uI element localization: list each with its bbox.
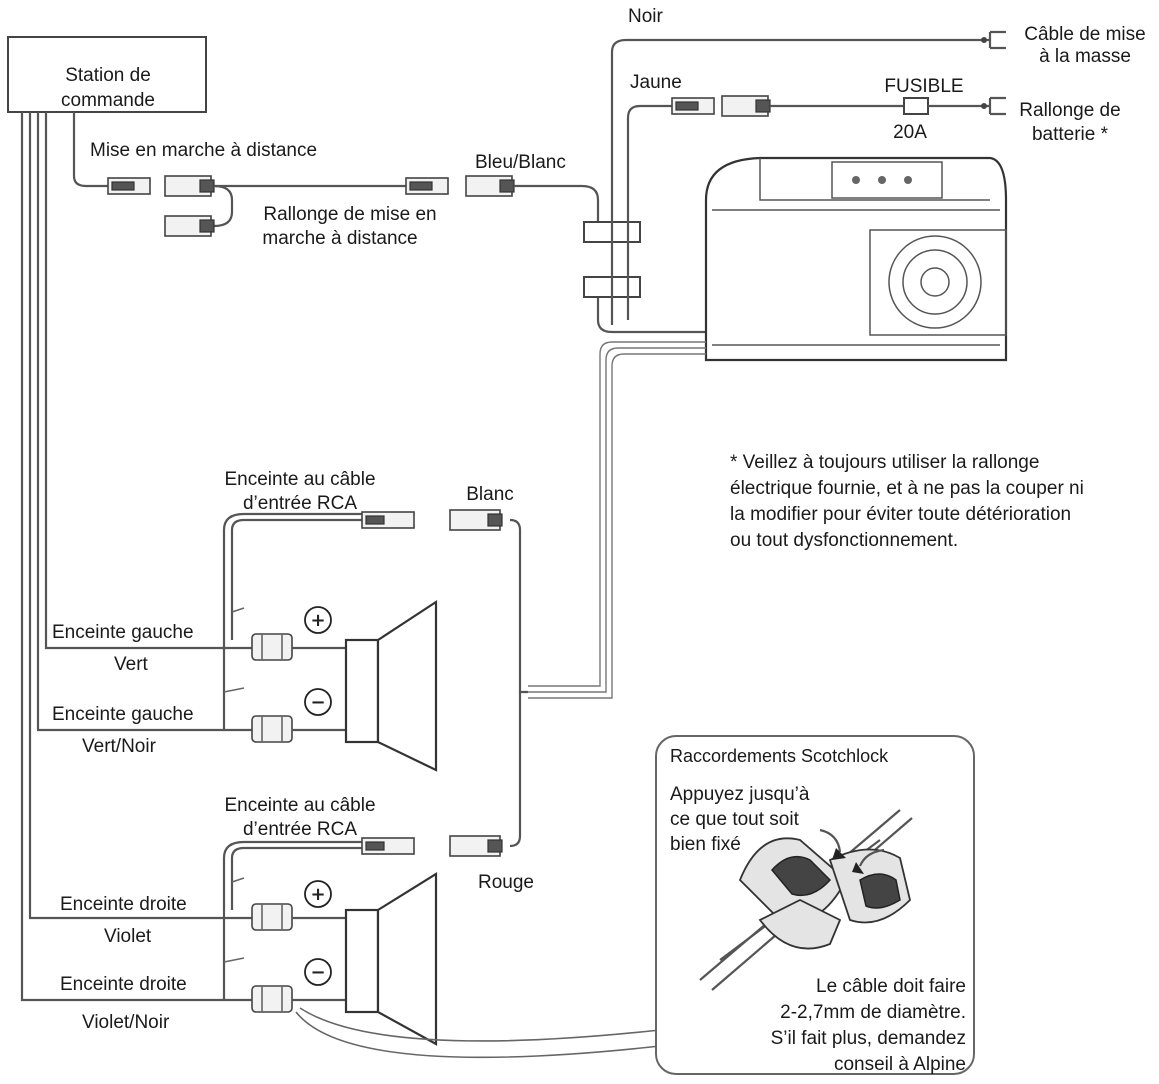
red-label: Rouge — [478, 872, 534, 893]
note-line-3: la modifier pour éviter toute détériorat… — [730, 504, 1071, 525]
right-minus-sign: − — [310, 962, 325, 983]
right-plus-symbol — [304, 880, 332, 908]
green-black-label: Vert/Noir — [82, 736, 157, 757]
left-rca-connector-1 — [361, 511, 415, 529]
left-rca-label-2: d’entrée RCA — [243, 493, 357, 514]
fuse-icon — [903, 97, 929, 115]
amplifier-unit — [704, 156, 1008, 362]
main-wire-bundle — [20, 112, 258, 1002]
yellow-connector-2 — [721, 95, 771, 117]
left-minus-sign: − — [310, 692, 325, 713]
left-speaker-ticks — [223, 607, 245, 693]
yellow-connector-1 — [671, 97, 715, 115]
remote-extension-connector — [164, 215, 215, 237]
press-until-line-2: ce que tout soit — [670, 809, 800, 830]
remote-on-connector-1 — [107, 177, 151, 195]
right-plus-scotchlock — [251, 903, 293, 931]
right-speaker-ticks — [223, 877, 245, 963]
black-wire — [610, 38, 970, 325]
left-plus-symbol — [304, 606, 332, 634]
control-station-label-1: Station de — [65, 65, 151, 86]
cable-diameter-line-3: S’il fait plus, demandez — [771, 1028, 966, 1049]
cable-diameter-line-4: conseil à Alpine — [834, 1054, 966, 1075]
note-line-1: * Veillez à toujours utiliser la rallong… — [730, 452, 1039, 473]
press-until-line-3: bien fixé — [670, 834, 741, 855]
left-rca-label-1: Enceinte au câble — [224, 469, 375, 490]
left-plus-sign: + — [310, 610, 325, 631]
left-speaker-leads — [292, 646, 346, 732]
ground-cable-label-1: Câble de mise — [1024, 24, 1145, 45]
green-label: Vert — [114, 654, 149, 675]
right-speaker-leads — [292, 916, 346, 1002]
right-rca-wire-2 — [222, 840, 362, 918]
left-minus-scotchlock — [251, 715, 293, 743]
battery-terminal-icon — [970, 96, 1006, 116]
scotchlock-tool-illustration — [699, 809, 913, 991]
black-wire-label: Noir — [628, 6, 664, 27]
note-line-2: électrique fournie, et à ne pas la coupe… — [730, 478, 1084, 499]
right-minus-symbol — [304, 958, 332, 986]
violet-label: Violet — [104, 926, 152, 947]
right-rca-connector-2 — [449, 835, 503, 857]
yellow-wire — [626, 104, 672, 320]
cable-diameter-line-1: Le câble doit faire — [816, 976, 966, 997]
ground-terminal-icon — [970, 30, 1006, 50]
left-speaker-2-label: Enceinte gauche — [52, 704, 194, 725]
right-rca-label-1: Enceinte au câble — [224, 795, 375, 816]
note-line-4: ou tout dysfonctionnement. — [730, 530, 958, 551]
remote-on-connector-2 — [164, 175, 215, 197]
battery-extension-label-2: batterie * — [1032, 124, 1109, 145]
callout-line-2 — [299, 1007, 661, 1042]
battery-extension-label-1: Rallonge de — [1019, 100, 1120, 121]
scotchlock-title: Raccordements Scotchlock — [670, 746, 889, 766]
right-speaker-icon — [344, 872, 438, 1046]
left-rca-wire-2 — [222, 512, 362, 648]
blue-white-connector-2 — [465, 175, 515, 197]
right-speaker-1-label: Enceinte droite — [60, 894, 187, 915]
ground-cable-label-2: à la masse — [1039, 46, 1131, 67]
blue-white-connector-1 — [405, 177, 449, 195]
rca-cable-pair — [509, 341, 706, 848]
left-speaker-1-label: Enceinte gauche — [52, 622, 194, 643]
control-station-label-2: commande — [61, 90, 155, 111]
blue-white-wire — [514, 184, 600, 230]
fuse-rating-label: 20A — [893, 122, 927, 143]
right-plus-sign: + — [310, 884, 325, 905]
right-speaker-2-label: Enceinte droite — [60, 974, 187, 995]
left-rca-wire — [230, 518, 362, 640]
left-minus-symbol — [304, 688, 332, 716]
control-station-box — [7, 36, 207, 113]
right-rca-wire — [230, 846, 362, 910]
press-until-line-1: Appuyez jusqu’à — [670, 784, 810, 805]
remote-extension-label-2: marche à distance — [262, 228, 417, 249]
amp-input-wire — [596, 298, 706, 334]
right-rca-connector-1 — [361, 837, 415, 855]
right-rca-label-2: d’entrée RCA — [243, 819, 357, 840]
remote-on-label: Mise en marche à distance — [90, 140, 317, 161]
cable-diameter-line-2: 2-2,7mm de diamètre. — [780, 1002, 966, 1023]
remote-extension-loop — [213, 184, 234, 228]
remote-extension-label-1: Rallonge de mise en — [263, 204, 436, 225]
left-speaker-icon — [344, 599, 438, 772]
right-minus-scotchlock — [251, 985, 293, 1013]
white-label: Blanc — [466, 484, 514, 505]
left-rca-connector-2 — [449, 509, 503, 531]
fuse-label: FUSIBLE — [884, 76, 963, 97]
blue-white-label: Bleu/Blanc — [475, 152, 566, 173]
yellow-wire-label: Jaune — [630, 72, 682, 93]
left-plus-scotchlock — [251, 633, 293, 661]
violet-black-label: Violet/Noir — [82, 1012, 170, 1033]
callout-line-1 — [295, 1011, 661, 1059]
